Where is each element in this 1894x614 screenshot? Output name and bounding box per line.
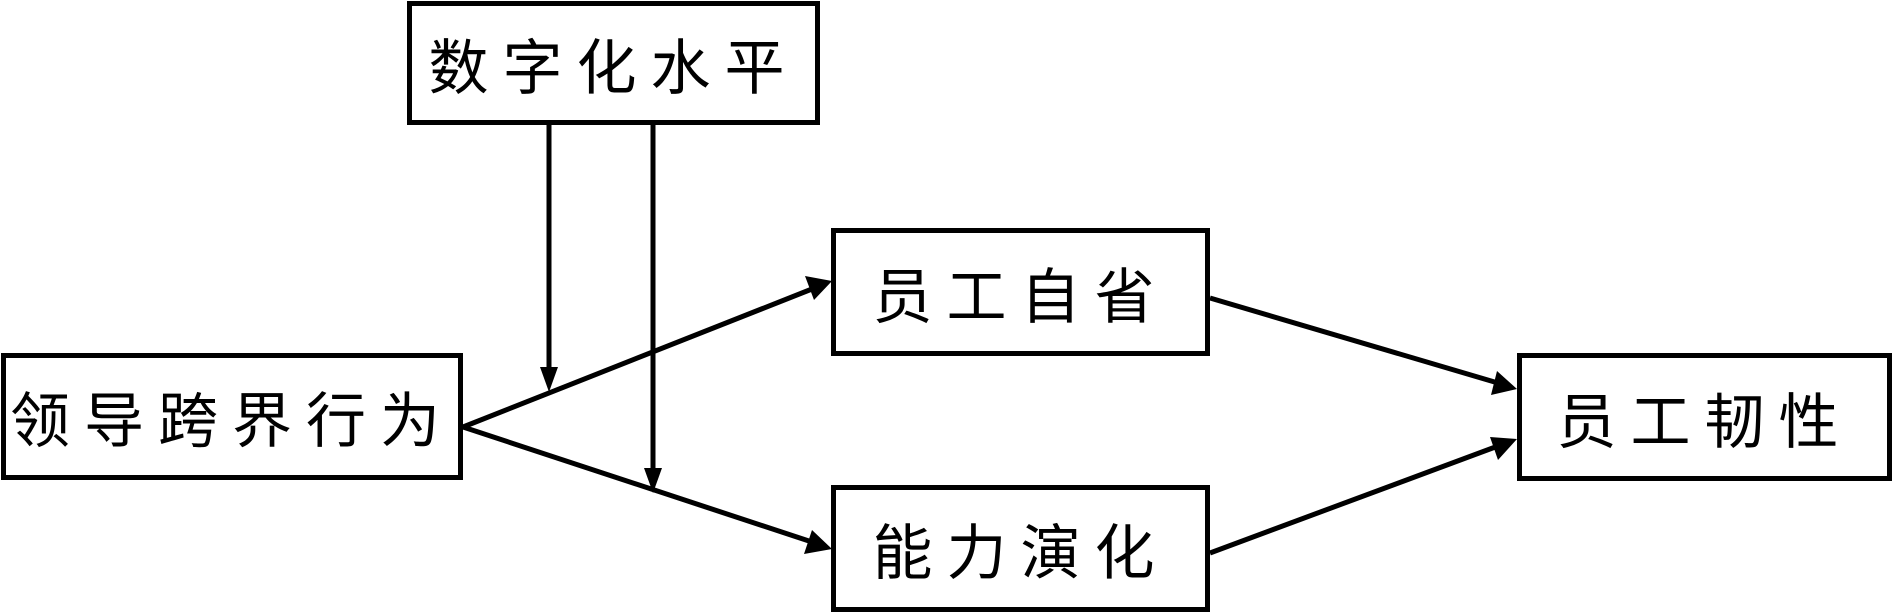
node-digital-level: 数字化水平: [407, 1, 820, 125]
moderation-arrow-to-capability-path: [644, 125, 662, 493]
edge-reflection-to-resilience: [1209, 295, 1517, 395]
node-employee-resilience: 员工韧性: [1517, 353, 1892, 481]
node-leadership-boundary-spanning: 领导跨界行为: [1, 353, 463, 480]
edge-capability-to-resilience: [1209, 437, 1517, 556]
moderation-arrow-to-reflection-path: [540, 125, 558, 392]
node-employee-reflection: 员工自省: [831, 228, 1210, 356]
node-capability-evolution: 能力演化: [831, 485, 1210, 612]
edge-leadership-to-reflection: [462, 276, 832, 430]
edge-leadership-to-capability: [462, 424, 832, 554]
